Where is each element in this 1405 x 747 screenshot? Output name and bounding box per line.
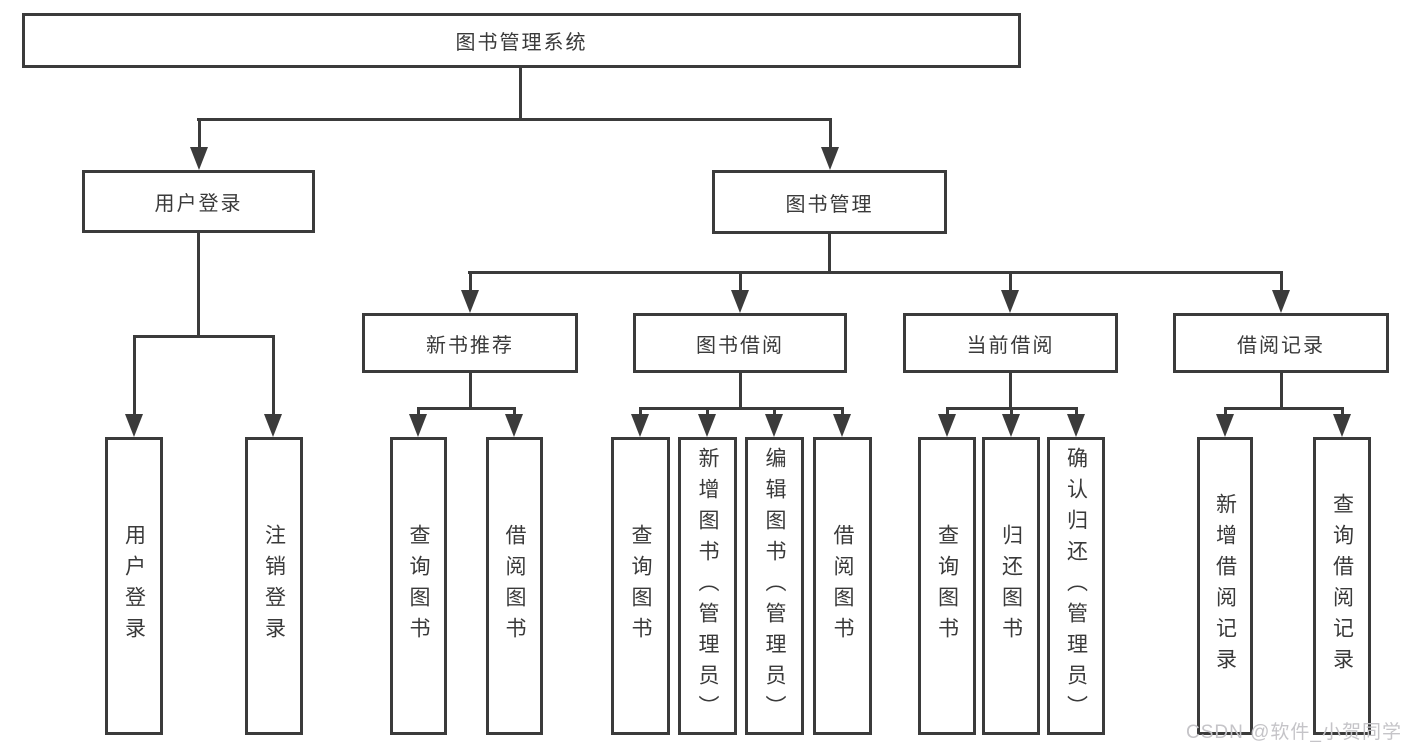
leaf-query-borrow-record: 查询借阅记录 — [1313, 437, 1371, 735]
arrow-shaft — [829, 118, 832, 150]
arrow-shaft — [706, 407, 709, 417]
connector-book-borrow-rail — [639, 407, 843, 410]
leaf-add-borrow-record: 新增借阅记录 — [1197, 437, 1253, 735]
leaf-borrow-book-2: 借阅图书 — [813, 437, 872, 735]
node-label: 用户登录 — [154, 193, 243, 215]
node-label: 当前借阅 — [966, 334, 1055, 357]
arrow-down-icon — [409, 414, 427, 437]
arrow-shaft — [272, 335, 275, 417]
leaf-add-book-admin: 新增图书（管理员） — [678, 437, 737, 735]
node-label: 图书管理 — [785, 193, 874, 216]
arrow-down-icon — [125, 414, 143, 437]
connector-root-stub — [519, 66, 522, 121]
arrow-down-icon — [833, 414, 851, 437]
node-library-system: 图书管理系统 — [22, 13, 1021, 68]
node-label: 图书管理系统 — [455, 32, 588, 54]
connector-borrow-records-rail — [1224, 407, 1343, 410]
node-current-borrow: 当前借阅 — [903, 313, 1118, 373]
arrow-shaft — [469, 271, 472, 293]
leaf-confirm-return-admin: 确认归还（管理员） — [1047, 437, 1105, 735]
node-book-borrow: 图书借阅 — [633, 313, 847, 373]
arrow-shaft — [1341, 407, 1344, 417]
arrow-down-icon — [821, 147, 839, 170]
leaf-label: 归还图书 — [999, 524, 1023, 648]
leaf-borrow-book-1: 借阅图书 — [486, 437, 543, 735]
arrow-down-icon — [1067, 414, 1085, 437]
arrow-shaft — [198, 118, 201, 150]
arrow-shaft — [946, 407, 949, 417]
leaf-edit-book-admin: 编辑图书（管理员） — [745, 437, 804, 735]
leaf-logout: 注销登录 — [245, 437, 303, 735]
leaf-query-book-1: 查询图书 — [390, 437, 447, 735]
leaf-return-book: 归还图书 — [982, 437, 1040, 735]
arrow-shaft — [513, 407, 516, 417]
arrow-shaft — [133, 335, 136, 417]
arrow-down-icon — [505, 414, 523, 437]
arrow-down-icon — [1001, 290, 1019, 313]
arrow-down-icon — [1333, 414, 1351, 437]
arrow-shaft — [1075, 407, 1078, 417]
connector-user-login-stub — [197, 231, 200, 338]
leaf-label: 新增图书（管理员） — [696, 446, 719, 726]
leaf-label: 借阅图书 — [831, 524, 854, 648]
leaf-label: 用户登录 — [122, 524, 146, 648]
leaf-label: 查询借阅记录 — [1330, 493, 1354, 679]
leaf-label: 查询图书 — [935, 524, 959, 648]
leaf-label: 注销登录 — [262, 524, 286, 648]
connector-user-login-rail — [133, 335, 275, 338]
arrow-down-icon — [698, 414, 716, 437]
connector-book-mgmt-stub — [828, 232, 831, 274]
arrow-down-icon — [1216, 414, 1234, 437]
connector-new-book-rail — [417, 407, 516, 410]
arrow-shaft — [739, 271, 742, 293]
arrow-down-icon — [1272, 290, 1290, 313]
connector-book-borrow-stub — [739, 371, 742, 410]
leaf-query-book-3: 查询图书 — [918, 437, 976, 735]
node-user-login: 用户登录 — [82, 170, 315, 233]
node-label: 借阅记录 — [1237, 334, 1325, 357]
arrow-shaft — [773, 407, 776, 417]
leaf-label: 借阅图书 — [503, 524, 526, 648]
connector-new-book-stub — [469, 371, 472, 410]
leaf-label: 编辑图书（管理员） — [763, 446, 786, 726]
arrow-shaft — [1280, 271, 1283, 293]
arrow-shaft — [1010, 407, 1013, 417]
leaf-user-login: 用户登录 — [105, 437, 163, 735]
arrow-shaft — [841, 407, 844, 417]
node-label: 新书推荐 — [426, 334, 514, 357]
leaf-label: 新增借阅记录 — [1213, 493, 1237, 679]
arrow-down-icon — [461, 290, 479, 313]
connector-level3-rail — [468, 271, 1282, 274]
arrow-down-icon — [938, 414, 956, 437]
leaf-query-book-2: 查询图书 — [611, 437, 670, 735]
node-label: 图书借阅 — [696, 334, 784, 357]
node-new-book-recommend: 新书推荐 — [362, 313, 578, 373]
leaf-label: 查询图书 — [629, 524, 652, 648]
arrow-down-icon — [190, 147, 208, 170]
arrow-down-icon — [264, 414, 282, 437]
arrow-shaft — [417, 407, 420, 417]
connector-current-borrow-stub — [1009, 371, 1012, 410]
node-book-management: 图书管理 — [712, 170, 947, 234]
leaf-label: 确认归还（管理员） — [1064, 446, 1088, 726]
arrow-down-icon — [765, 414, 783, 437]
arrow-shaft — [639, 407, 642, 417]
arrow-down-icon — [731, 290, 749, 313]
leaf-label: 查询图书 — [407, 524, 430, 648]
arrow-down-icon — [1002, 414, 1020, 437]
csdn-watermark: CSDN @软件_小贺同学 — [1186, 722, 1402, 743]
connector-borrow-records-stub — [1280, 371, 1283, 410]
node-borrow-records: 借阅记录 — [1173, 313, 1389, 373]
arrow-shaft — [1224, 407, 1227, 417]
connector-level2-rail — [197, 118, 832, 121]
arrow-shaft — [1009, 271, 1012, 293]
arrow-down-icon — [631, 414, 649, 437]
